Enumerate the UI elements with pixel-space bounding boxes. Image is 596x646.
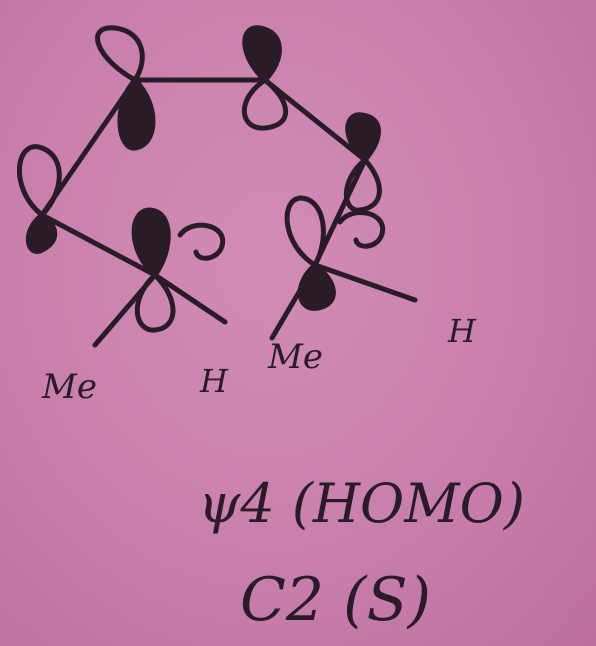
p-orbital-c3 (241, 25, 289, 131)
rotation-arrow (337, 210, 386, 249)
substituent-label-h-left: H (199, 362, 229, 400)
p-orbital-c1 (17, 144, 62, 254)
p-orbital-c2 (95, 25, 156, 151)
substituent-label-h-right: H (447, 312, 477, 350)
backbone-bond (262, 77, 368, 163)
substituent-label-me-right: Me (267, 337, 323, 377)
p-orbital-c5 (131, 207, 226, 333)
backbone-bond (39, 212, 158, 278)
symmetry-caption: C2 (S) (240, 565, 431, 635)
rotation-arrow (177, 222, 226, 261)
substituent-bond (312, 262, 418, 303)
substituent-bond (152, 272, 228, 325)
p-orbital-c4 (343, 112, 382, 213)
substituent-label-me-left: Me (41, 367, 97, 407)
orbital-caption: ψ4 (HOMO) (198, 472, 525, 535)
p-orbital-c6 (284, 195, 386, 311)
